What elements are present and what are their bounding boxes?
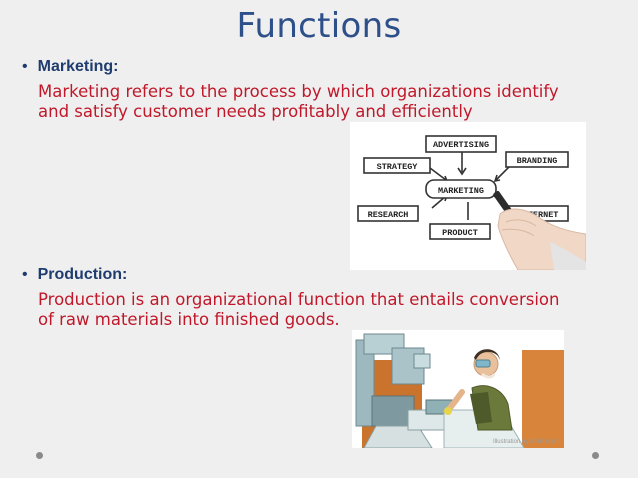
factory-worker-illustration [352, 330, 564, 448]
decorative-dot-left [36, 452, 43, 459]
bullet-icon: • [22, 58, 28, 75]
label-strategy: STRATEGY [377, 162, 419, 172]
label-internet: INTERNET [518, 210, 559, 220]
marketing-description-line2: and satisfy customer needs profitably an… [38, 102, 473, 121]
production-heading-label: Production: [37, 266, 128, 283]
production-illustration: Illustration by Chris Gash [352, 330, 564, 448]
production-description-line2: of raw materials into finished goods. [38, 310, 340, 329]
marketing-diagram: ADVERTISING STRATEGY BRANDING MARKETING … [350, 122, 586, 270]
bullet-icon: • [22, 266, 28, 283]
marketing-heading-label: Marketing: [37, 58, 119, 75]
marketing-diagram-image: ADVERTISING STRATEGY BRANDING MARKETING … [350, 122, 586, 270]
label-branding: BRANDING [517, 156, 558, 166]
illustration-credit: Illustration by Chris Gash [492, 439, 560, 445]
label-marketing: MARKETING [438, 186, 484, 196]
production-description: Production is an organizational function… [38, 290, 598, 330]
marketing-description-line1: Marketing refers to the process by which… [38, 82, 559, 101]
marketing-heading: • Marketing: [22, 58, 119, 76]
slide-title: Functions [236, 6, 402, 46]
label-research: RESEARCH [368, 210, 409, 220]
production-description-line1: Production is an organizational function… [38, 290, 560, 309]
production-heading: • Production: [22, 266, 127, 284]
label-product: PRODUCT [442, 228, 478, 238]
hand-illustration [493, 191, 586, 270]
decorative-dot-right [592, 452, 599, 459]
label-advertising: ADVERTISING [433, 140, 489, 150]
marketing-description: Marketing refers to the process by which… [38, 82, 598, 122]
